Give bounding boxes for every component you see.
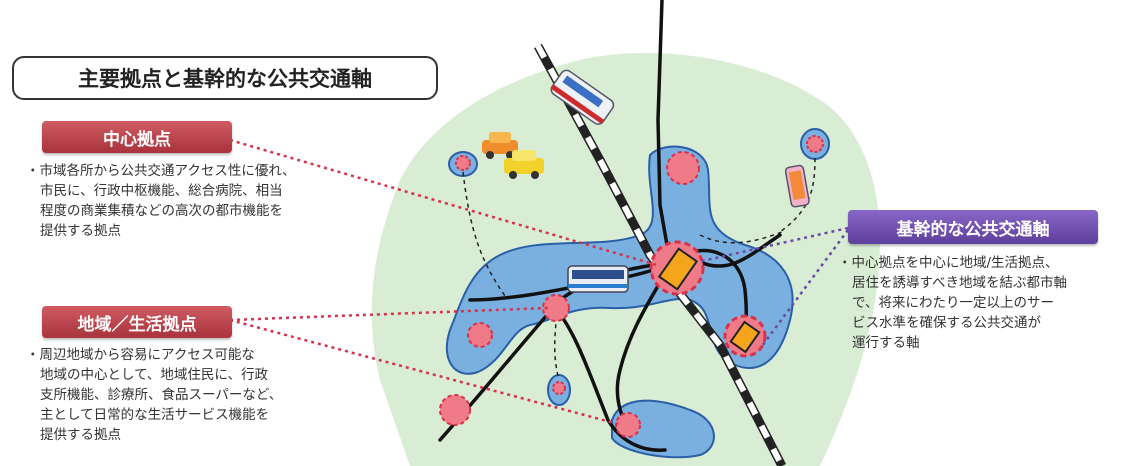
local-hub-description: ・周辺地域から容易にアクセス可能な 地域の中心として、地域住民に、行政 支所機能… [26, 347, 283, 443]
taxi-icon [504, 150, 544, 179]
diagram-title: 主要拠点と基幹的な公共交通軸 [12, 56, 438, 100]
local-hub-marker [552, 381, 566, 395]
local-hub-marker [467, 322, 493, 348]
tram-icon [784, 164, 810, 208]
center-hub-leader [229, 138, 661, 268]
transit-axis-leader [697, 226, 849, 264]
transit-axis-description: ・中心拠点を中心に地域/生活拠点、 居住を誘導すべき地域を結ぶ都市軸 で、将来に… [838, 255, 1068, 351]
local-hub-marker [542, 294, 570, 322]
car-icon [482, 132, 518, 159]
center-hub-description: ・市域各所から公共交通アクセス性に優れ、 市民に、行政中枢機能、総合病院、相当 … [26, 163, 296, 239]
leader-lines [229, 138, 850, 426]
bus-icon [567, 265, 629, 293]
local-hub-marker [439, 394, 471, 426]
train-icon [550, 69, 615, 125]
center-hub-label: 中心拠点 [42, 121, 232, 153]
local-hub-marker [455, 155, 471, 171]
local-hub-label: 地域／生活拠点 [42, 306, 232, 338]
local-hub-marker [806, 135, 824, 153]
transit-axis-leader [760, 229, 850, 347]
station-icon [657, 247, 699, 291]
station-icon [729, 320, 761, 354]
railway [534, 43, 787, 466]
local-hub-marker [615, 412, 641, 438]
transit-axis-label: 基幹的な公共交通軸 [848, 210, 1098, 244]
local-hub-marker [666, 151, 700, 185]
